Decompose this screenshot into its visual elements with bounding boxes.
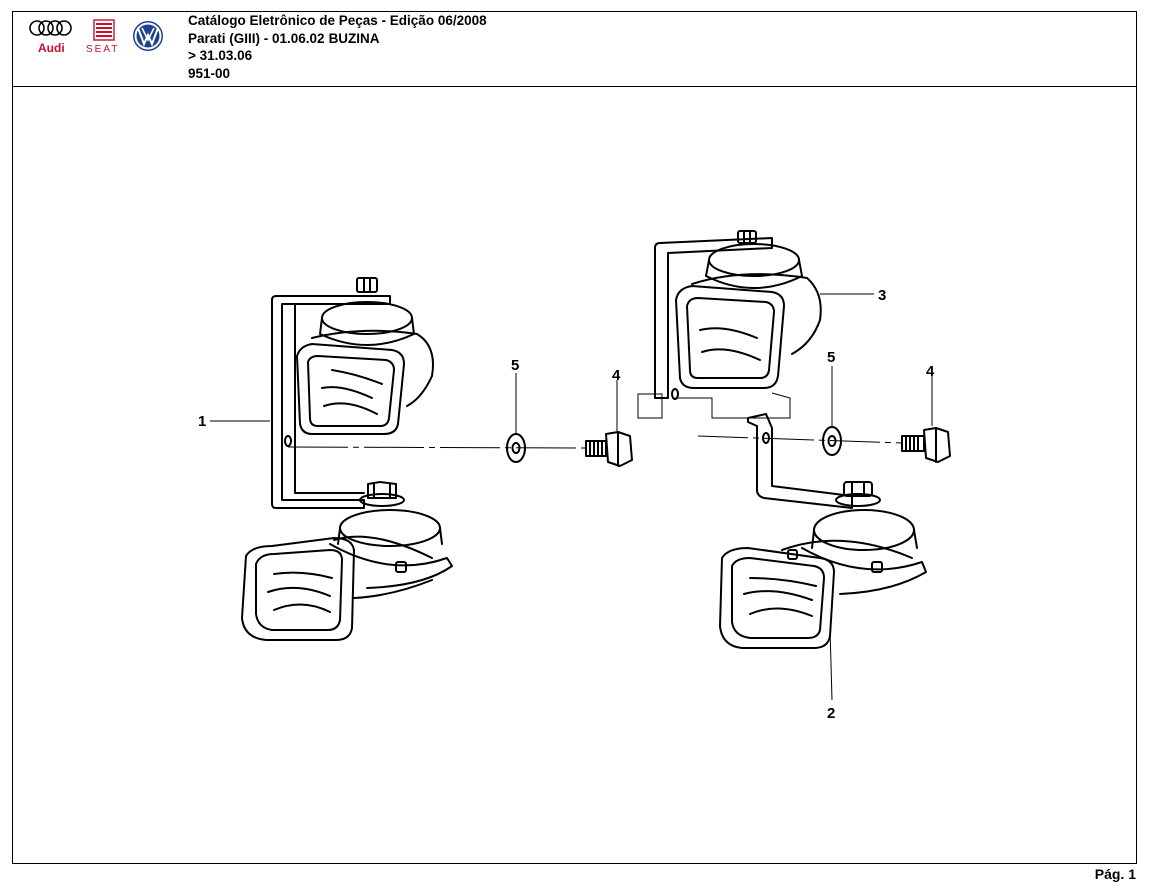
horn-exploded-diagram: 1 2 3 4 5 4 5 bbox=[198, 230, 951, 722]
illustration-code: 951-00 bbox=[188, 65, 231, 81]
callout-3: 3 bbox=[878, 287, 886, 304]
model-name: Parati (GIII) - 01.06.02 bbox=[188, 30, 325, 46]
callout-4-right: 4 bbox=[926, 363, 935, 380]
callout-2: 2 bbox=[827, 705, 835, 722]
brand-logos: Audi SEAT bbox=[29, 19, 163, 55]
seat-wordmark: SEAT bbox=[86, 44, 119, 55]
header-block: Catálogo Eletrônico de Peças - Edição 06… bbox=[188, 12, 487, 82]
left-lower-horn bbox=[241, 481, 453, 641]
left-bracket bbox=[271, 295, 391, 509]
right-lower-horn bbox=[719, 481, 927, 649]
seat-logo bbox=[93, 19, 115, 41]
page-frame bbox=[12, 11, 1137, 864]
header-divider bbox=[12, 86, 1137, 87]
right-upper-horn bbox=[675, 230, 822, 389]
right-upper-bracket bbox=[654, 237, 773, 400]
left-upper-horn bbox=[296, 277, 434, 435]
callout-5-right: 5 bbox=[827, 349, 835, 366]
callout-1: 1 bbox=[198, 413, 206, 430]
catalog-title: Catálogo Eletrônico de Peças - Edição 06… bbox=[188, 13, 487, 28]
left-bolt-part-4 bbox=[585, 431, 633, 467]
callouts: 1 2 3 4 5 4 5 bbox=[198, 287, 935, 722]
page-number: Pág. 1 bbox=[1094, 866, 1136, 882]
callout-5-left: 5 bbox=[511, 357, 519, 374]
date-range: > 31.03.06 bbox=[188, 48, 253, 63]
vw-logo bbox=[133, 21, 163, 51]
leader-lines bbox=[210, 293, 933, 701]
audi-logo bbox=[29, 20, 72, 36]
audi-wordmark: Audi bbox=[38, 41, 65, 55]
callout-4-left: 4 bbox=[612, 367, 621, 384]
right-bolt-part-4 bbox=[901, 427, 951, 463]
section-name: BUZINA bbox=[328, 30, 380, 46]
